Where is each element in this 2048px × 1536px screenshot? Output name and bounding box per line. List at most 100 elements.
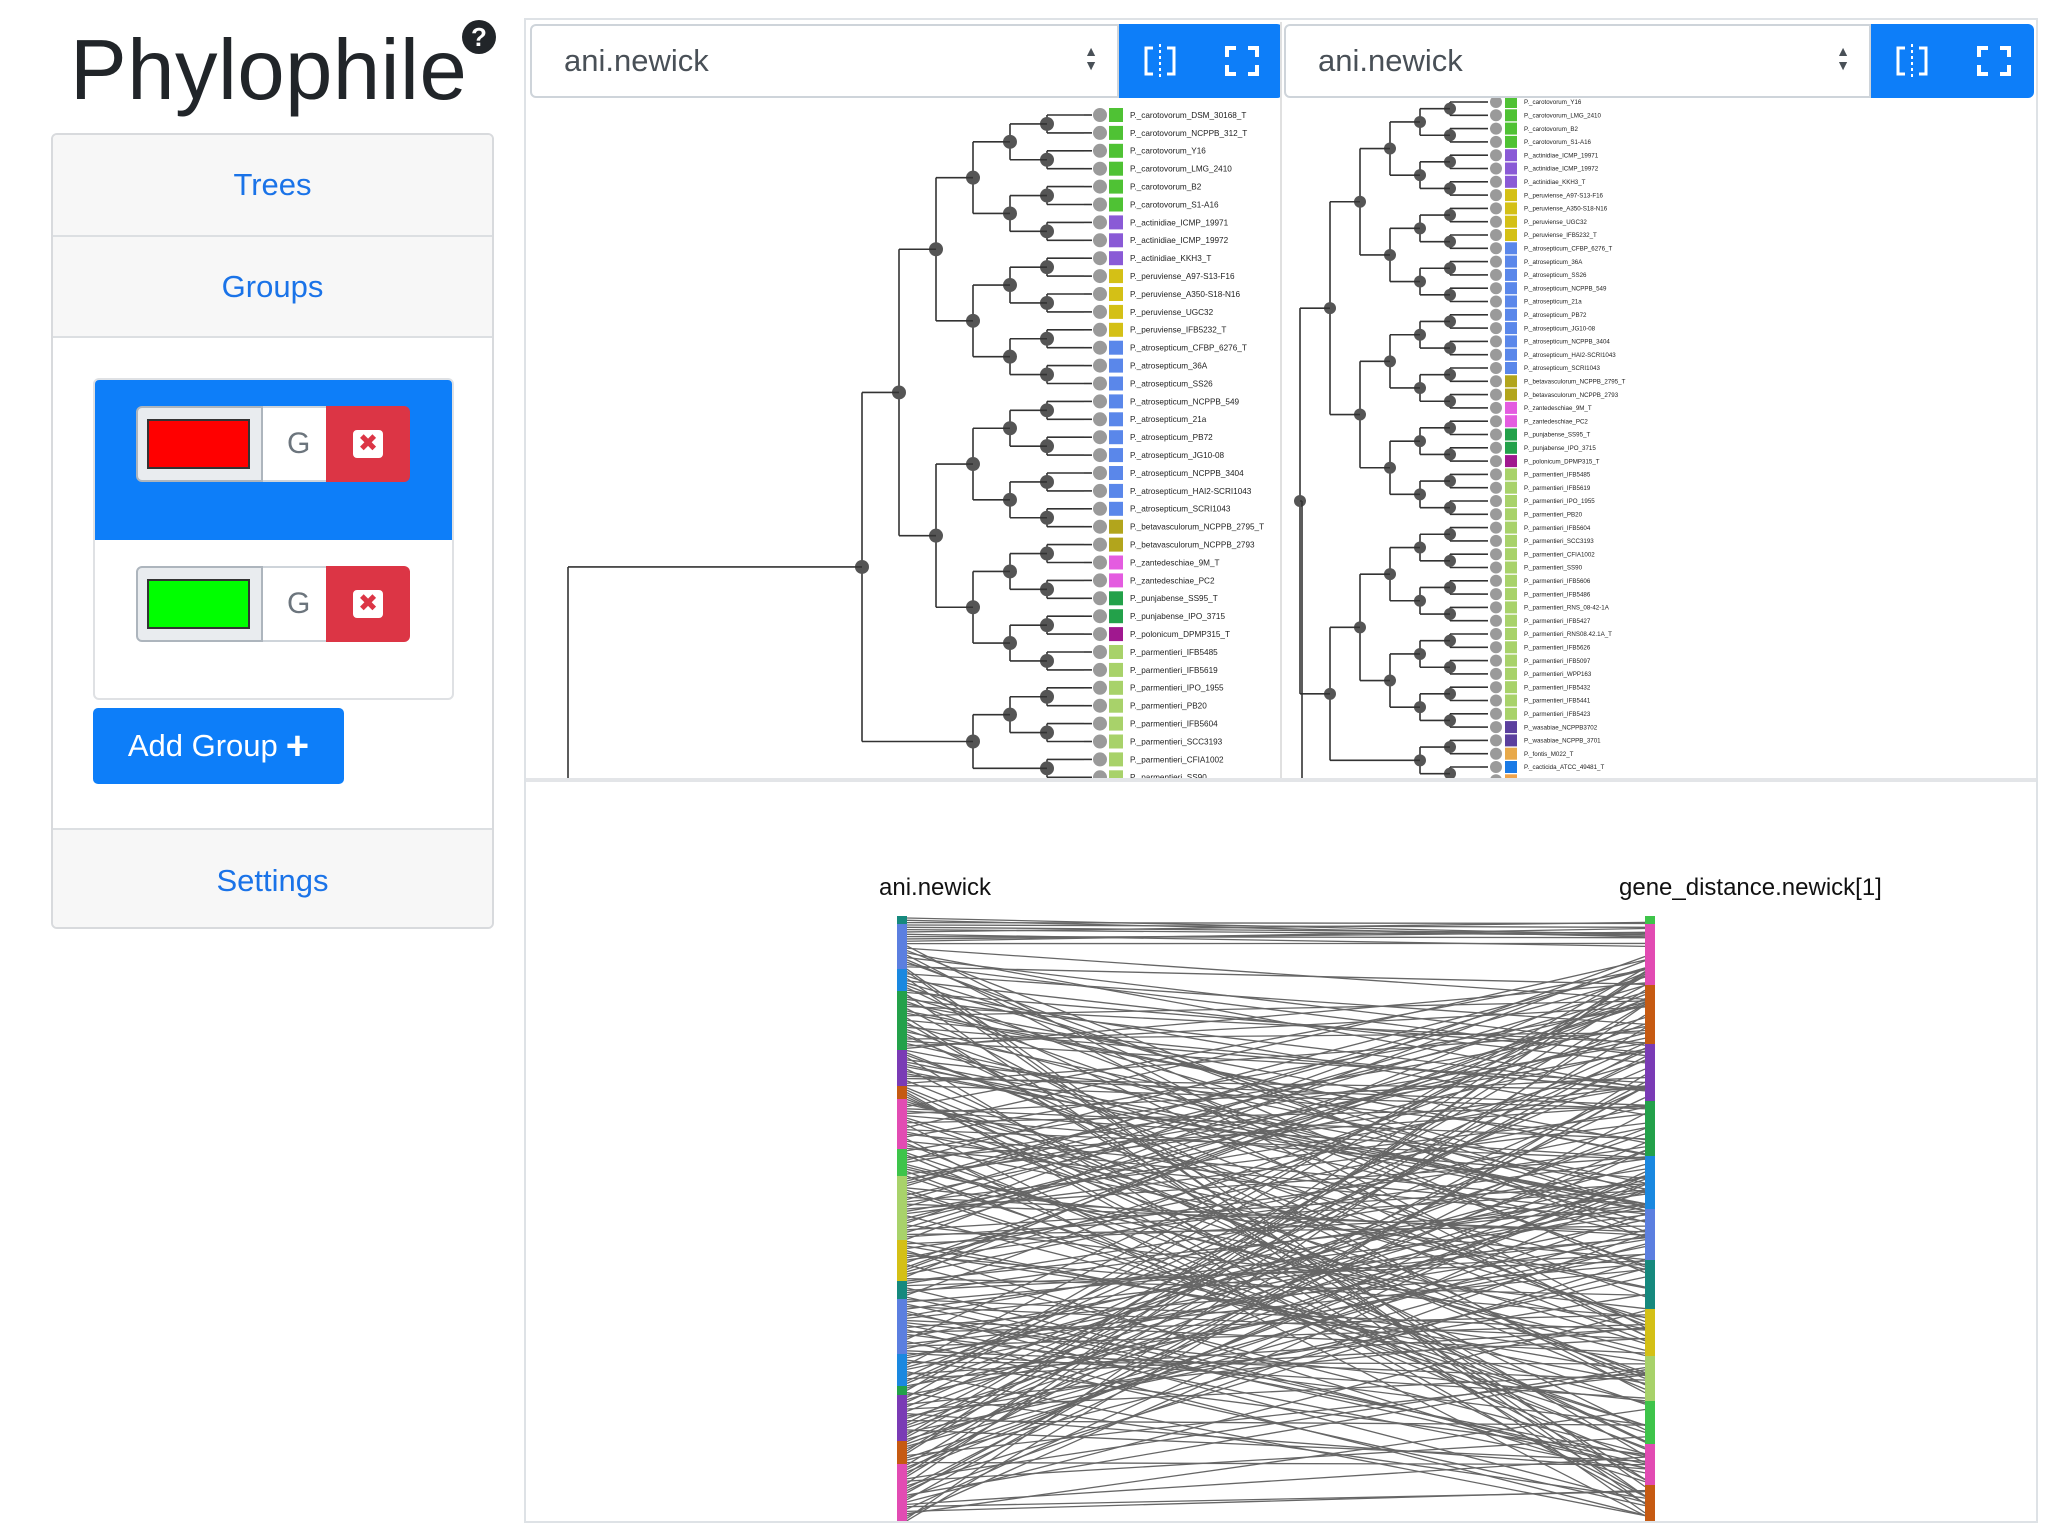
leaf-node	[1490, 268, 1502, 281]
leaf-group-color	[1505, 561, 1517, 574]
leaf-node	[1490, 388, 1502, 401]
leaf-label: P._atrosepticum_JG10-08	[1524, 325, 1596, 332]
tangle-connector	[906, 949, 1646, 1239]
panel-divider[interactable]	[526, 778, 2036, 782]
tangle-connector	[906, 1060, 1646, 1273]
tree-view-left[interactable]: P._carotovorum_DSM_30168_TP._carotovorum…	[528, 22, 1280, 778]
leaf-label: P._atrosepticum_PB72	[1524, 312, 1587, 319]
tangle-connector	[906, 1310, 1646, 1503]
leaf-group-color	[1505, 322, 1517, 335]
group-item-1[interactable]: G ✖	[95, 380, 452, 540]
leaf-node	[1093, 770, 1107, 778]
leaf-label: P._parmentieri_IFB5485	[1130, 648, 1218, 657]
tangle-connector	[906, 1333, 1646, 1426]
add-group-button[interactable]: Add Group+	[93, 708, 344, 784]
group-color-picker[interactable]	[136, 566, 263, 642]
split-view-button[interactable]	[1871, 24, 1953, 98]
help-icon[interactable]: ?	[462, 20, 496, 54]
leaf-group-color	[1505, 362, 1517, 374]
leaf-group-color	[1505, 282, 1517, 295]
tangle-connector	[906, 1084, 1646, 1110]
section-groups-header[interactable]: Groups	[53, 237, 492, 338]
leaf-label: P._parmentieri_IFB5441	[1524, 698, 1591, 705]
leaf-node	[1490, 348, 1502, 361]
tangle-connector	[906, 956, 1646, 1046]
leaf-group-color	[1505, 747, 1517, 760]
leaf-group-color	[1109, 161, 1123, 176]
leaf-label: P._aroidearum_PC1_T	[1524, 777, 1587, 778]
delete-group-button[interactable]: ✖	[326, 566, 410, 642]
leaf-node	[1490, 495, 1502, 507]
tangle-connector	[906, 1068, 1646, 1384]
tangle-connector	[906, 984, 1646, 1366]
leaf-node	[1093, 627, 1107, 642]
leaf-group-color	[1505, 242, 1517, 255]
tangle-connector	[906, 1086, 1646, 1408]
leaf-node	[1490, 202, 1502, 215]
fullscreen-icon	[1977, 46, 2011, 76]
leaf-node	[1490, 721, 1502, 734]
leaf-group-color	[1505, 667, 1517, 680]
tangle-connector	[906, 1042, 1646, 1377]
tangle-connector	[906, 975, 1646, 1398]
leaf-node	[1490, 441, 1502, 454]
leaf-node	[1490, 481, 1502, 494]
leaf-group-color	[1505, 468, 1517, 481]
group-name-input[interactable]: G	[263, 566, 326, 642]
leaf-node	[1490, 308, 1502, 321]
left-leaf-bar	[897, 916, 907, 924]
tangle-connector	[906, 989, 1646, 1116]
leaf-group-color	[1505, 229, 1517, 241]
tangle-connector	[906, 1171, 1646, 1510]
leaf-label: P._carotovorum_LMG_2410	[1524, 112, 1601, 119]
leaf-group-color	[1109, 304, 1123, 319]
tangle-connector	[906, 1077, 1646, 1091]
leaf-node	[1490, 455, 1502, 468]
leaf-node	[1093, 340, 1107, 355]
tangle-connector	[906, 927, 1646, 942]
leaf-label: P._parmentieri_SCC3193	[1524, 538, 1594, 545]
delete-group-button[interactable]: ✖	[326, 406, 410, 482]
leaf-node	[1093, 125, 1107, 140]
tangle-connector	[906, 1073, 1646, 1205]
left-leaf-bar	[897, 1099, 907, 1149]
fullscreen-button[interactable]	[1201, 24, 1280, 98]
tangle-connector	[906, 1296, 1646, 1465]
left-leaf-bar	[897, 1149, 907, 1176]
right-leaf-bar	[1645, 1356, 1655, 1401]
left-leaf-bar	[897, 1281, 907, 1299]
leaf-label: P._parmentieri_IPO_1955	[1524, 498, 1595, 505]
left-leaf-bar	[897, 1354, 907, 1386]
leaf-label: P._atrosepticum_HAI2-SCRI1043	[1130, 487, 1252, 496]
group-color-picker[interactable]	[136, 406, 263, 482]
leaf-node	[1490, 521, 1502, 534]
section-settings-header[interactable]: Settings	[53, 828, 492, 927]
group-name-input[interactable]: G	[263, 406, 326, 482]
leaf-group-color	[1505, 495, 1517, 507]
tangle-connector	[906, 1146, 1646, 1250]
leaf-label: P._atrosepticum_36A	[1524, 259, 1583, 266]
leaf-node	[1490, 747, 1502, 760]
tree-file-select[interactable]: ani.newick ▲▼	[1284, 24, 1871, 98]
tree-file-select-value: ani.newick	[564, 43, 709, 78]
split-view-button[interactable]	[1119, 24, 1201, 98]
section-trees-header[interactable]: Trees	[53, 135, 492, 237]
tangle-connector	[906, 1373, 1646, 1410]
group-item-2[interactable]: G ✖	[95, 540, 452, 698]
leaf-group-color	[1505, 681, 1517, 694]
leaf-label: P._atrosepticum_SCRI1043	[1130, 505, 1231, 514]
leaf-group-color	[1109, 143, 1123, 158]
leaf-label: P._punjabense_IPO_3715	[1130, 612, 1225, 621]
leaf-node	[1093, 680, 1107, 695]
leaf-group-color	[1109, 125, 1123, 140]
tree-file-select[interactable]: ani.newick ▲▼	[530, 24, 1119, 98]
leaf-group-color	[1505, 441, 1517, 454]
leaf-node	[1490, 109, 1502, 122]
leaf-group-color	[1109, 448, 1123, 463]
tanglegram-view[interactable]: ani.newick gene_distance.newick[1]	[526, 782, 2036, 1521]
tree-view-right[interactable]: P._carotovorum_Y16P._carotovorum_LMG_241…	[1282, 22, 2034, 778]
fullscreen-button[interactable]	[1953, 24, 2034, 98]
leaf-label: P._actinidiae_KKH3_T	[1524, 179, 1586, 186]
